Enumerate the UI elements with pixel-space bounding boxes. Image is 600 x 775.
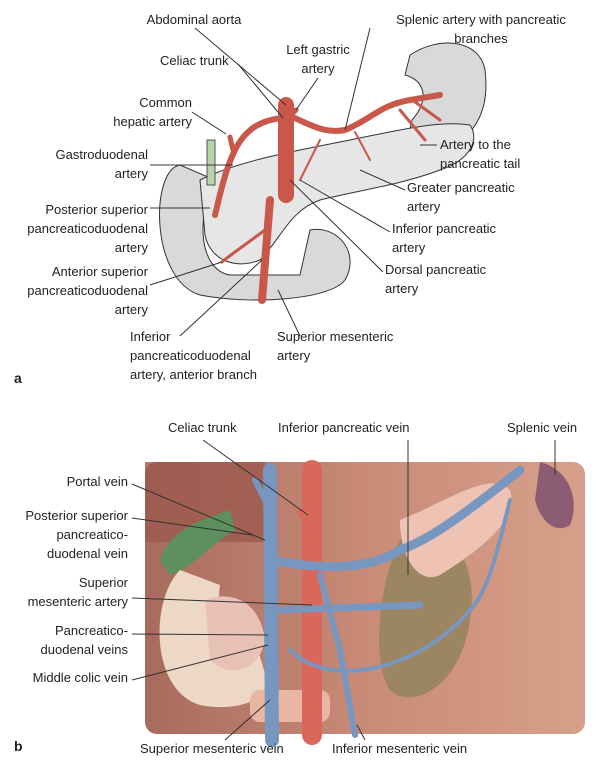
panel-letter-b: b — [14, 738, 23, 754]
label-common-hepatic-artery: Common hepatic artery — [113, 95, 192, 129]
label-portal-vein: Portal vein — [66, 474, 128, 489]
label-splenic-vein: Splenic vein — [507, 420, 578, 435]
label-middle-colic-vein: Middle colic vein — [32, 670, 128, 685]
label-posterior-superior-pd-artery: Posterior superior pancreaticoduodenal a… — [27, 202, 148, 255]
label-superior-mesenteric-vein: Superior mesenteric vein — [140, 741, 284, 756]
pancreas-tail-b — [400, 483, 512, 578]
panel-a-illustration — [149, 27, 487, 337]
bile-duct — [206, 139, 216, 186]
label-splenic-artery: Splenic artery with pancreatic branches — [396, 12, 566, 46]
panel-letter-a: a — [14, 370, 22, 386]
label-left-gastric-artery: Left gastric artery — [286, 42, 350, 76]
label-inferior-pd-artery: Inferior pancreaticoduodenal artery, ant… — [130, 329, 257, 382]
label-gastroduodenal-artery: Gastroduodenal artery — [55, 147, 148, 181]
kidney — [379, 534, 472, 698]
label-anterior-superior-pd-artery: Anterior superior pancreaticoduodenal ar… — [27, 264, 148, 317]
label-celiac-trunk-b: Celiac trunk — [168, 420, 237, 435]
label-posterior-superior-pd-vein: Posterior superior pancreatico- duodenal… — [25, 508, 128, 561]
stomach — [535, 462, 574, 529]
arteries-b — [297, 460, 322, 745]
leader-lines-a — [149, 27, 437, 337]
pancreas-head-b — [205, 596, 265, 671]
label-superior-mesenteric-artery-b: Superior mesenteric artery — [27, 575, 128, 609]
label-pancreaticoduodenal-veins: Pancreatico- duodenal veins — [40, 623, 128, 657]
label-superior-mesenteric-artery-a: Superior mesenteric artery — [277, 329, 394, 363]
label-abdominal-aorta: Abdominal aorta — [146, 12, 242, 27]
label-greater-pancreatic-artery: Greater pancreatic artery — [407, 180, 515, 214]
label-celiac-trunk-a: Celiac trunk — [160, 53, 229, 68]
label-artery-pancreatic-tail: Artery to the pancreatic tail — [440, 137, 521, 171]
label-inferior-pancreatic-artery: Inferior pancreatic artery — [392, 221, 497, 255]
leader-lines-b — [131, 439, 556, 741]
veins-b — [252, 463, 525, 747]
label-inferior-mesenteric-vein: Inferior mesenteric vein — [332, 741, 468, 756]
label-inferior-pancreatic-vein: Inferior pancreatic vein — [278, 420, 410, 435]
gallbladder — [160, 510, 235, 575]
label-dorsal-pancreatic-artery: Dorsal pancreatic artery — [385, 262, 487, 296]
